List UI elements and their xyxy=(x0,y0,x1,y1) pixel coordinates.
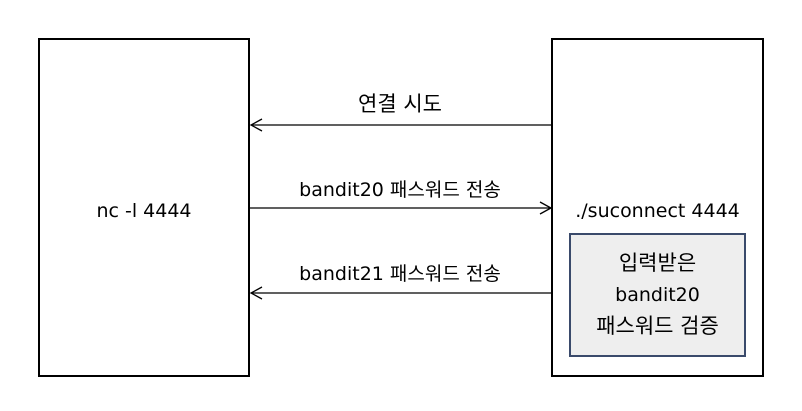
arrow-label-connect: 연결 시도 xyxy=(358,92,442,116)
connect-arrow xyxy=(249,118,551,132)
send-bandit20-arrow xyxy=(250,201,553,215)
verify-line: 패스워드 검증 xyxy=(596,314,719,338)
verify-box: 입력받은 bandit20 패스워드 검증 xyxy=(569,233,746,357)
verify-line: 입력받은 xyxy=(618,251,697,275)
verify-line: bandit20 xyxy=(615,284,700,306)
arrow-label-send-bandit21: bandit21 패스워드 전송 xyxy=(299,263,501,285)
server-box: nc -l 4444 xyxy=(38,38,250,377)
send-bandit21-arrow xyxy=(249,286,551,300)
server-box-label: nc -l 4444 xyxy=(96,200,192,222)
arrow-label-send-bandit20: bandit20 패스워드 전송 xyxy=(299,179,501,201)
client-box-label: ./suconnect 4444 xyxy=(575,200,740,222)
